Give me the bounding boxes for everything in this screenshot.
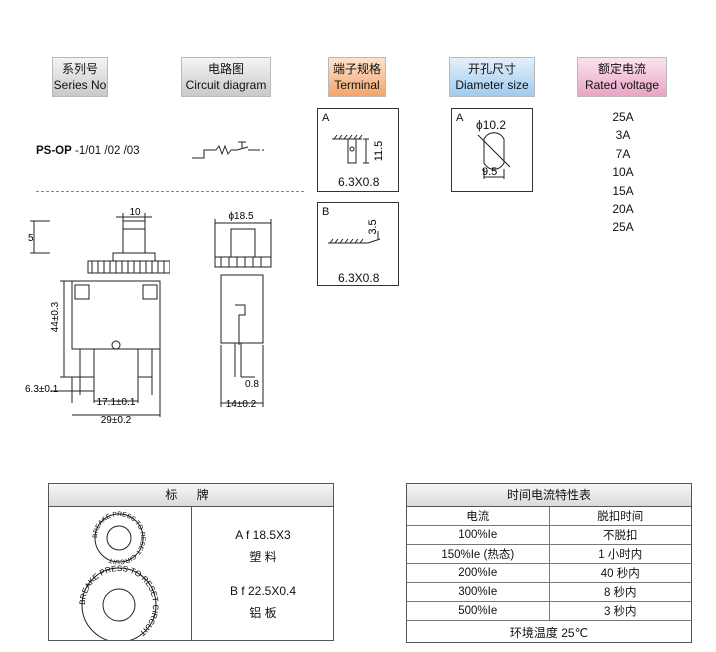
front-dim-total-w: 29±0.2	[101, 415, 132, 426]
header-terminal-cn: 端子规格	[332, 62, 381, 76]
header-diameter-size: 开孔尺寸 Diameter size	[449, 57, 535, 97]
header-series-cn: 系列号	[61, 62, 98, 76]
col-time: 脱扣时间	[549, 507, 691, 526]
terminal-b-box: B 3.5 6.3X0.8	[317, 202, 399, 286]
col-current: 电流	[407, 507, 550, 526]
rating-item: 7A	[615, 146, 631, 161]
series-models: -1/01 /02 /03	[71, 145, 140, 157]
header-rated-cn: 额定电流	[597, 62, 646, 76]
series-number: PS-OP -1/01 /02 /03	[36, 145, 140, 157]
rating-item: 25A	[612, 110, 634, 124]
terminal-b-label: B	[322, 206, 330, 218]
terminal-a-box: A 11.5 6.3X0.8	[317, 108, 399, 192]
circuit-diagram-symbol	[192, 141, 266, 159]
diameter-box: A ϕ10.2 9.5	[451, 108, 533, 192]
front-dim-term-w: 6.3±0.1	[25, 384, 59, 395]
terminal-b-drawing: 3.5	[328, 219, 381, 244]
nameplate-a-spec: A f 18.5X3	[235, 528, 291, 542]
header-terminal: 端子规格 Terminal	[328, 57, 386, 97]
header-diameter-cn: 开孔尺寸	[467, 62, 516, 76]
diameter-width: 9.5	[482, 166, 497, 178]
small-label-text: BREAKE PRESS TO RESET CIRCUIT	[92, 511, 146, 565]
time-cell: 40 秒内	[549, 563, 691, 583]
time-cell: 8 秒内	[549, 582, 691, 602]
nameplate-labels: BREAKE PRESS TO RESET CIRCUIT BREAKE PRE…	[79, 511, 159, 640]
nameplate-a-material: 塑 料	[249, 550, 277, 564]
current-cell: 300%Ie	[407, 582, 550, 602]
timing-header-row: 电流 脱扣时间	[407, 507, 691, 526]
terminal-a-spec: 6.3X0.8	[338, 175, 380, 189]
timing-footer: 环境温度 25℃	[509, 626, 589, 640]
header-rated-en: Rated voltage	[584, 78, 660, 92]
header-rated-voltage: 额定电流 Rated voltage	[577, 57, 667, 97]
header-circuit-en: Circuit diagram	[185, 78, 267, 92]
timing-grid: 电流 脱扣时间 100%Ie 不脱扣 150%Ie (热态) 1 小时内 200…	[407, 507, 691, 621]
ratings-list: 25A 3A 7A 10A 15A 20A 25A	[598, 108, 648, 237]
current-cell: 200%Ie	[407, 563, 550, 583]
nameplate-divider	[191, 506, 192, 640]
header-diameter-en: Diameter size	[455, 78, 529, 92]
front-view-drawing: 10 5 44±0.3 6.3±0.1 17.1±0.1 29±0.2	[25, 207, 170, 426]
header-circuit-diagram: 电路图 Circuit diagram	[181, 57, 271, 97]
side-dim-thick: 0.8	[245, 379, 259, 390]
side-view-drawing: ϕ18.5 0.8 14±0.2	[214, 211, 272, 410]
side-dim-total-w: 14±0.2	[226, 399, 257, 410]
nameplate-b-spec: B f 22.5X0.4	[229, 584, 297, 598]
rating-item: 3A	[615, 128, 631, 143]
separator-line	[36, 191, 304, 192]
header-series-en: Series No	[53, 78, 107, 92]
front-dim-top-w: 10	[129, 207, 141, 218]
diameter-label: A	[456, 112, 464, 124]
current-cell: 100%Ie	[407, 525, 550, 545]
terminal-a-drawing: 11.5	[332, 134, 385, 164]
time-cell: 不脱扣	[549, 525, 691, 545]
table-row: 500%Ie 3 秒内	[407, 601, 691, 621]
table-row: 100%Ie 不脱扣	[407, 525, 691, 545]
current-cell: 150%Ie (热态)	[407, 544, 550, 564]
front-dim-top-h: 5	[28, 233, 34, 244]
side-dim-dia: ϕ18.5	[228, 211, 254, 222]
nameplate-table: 标 牌 BREAKE PRESS TO RESET CIRCUIT BREAKE…	[48, 483, 334, 641]
nameplate-title: 标 牌	[49, 484, 333, 507]
current-cell: 500%Ie	[407, 601, 550, 621]
series-prefix: PS-OP	[36, 145, 72, 157]
terminal-b-dim-h: 3.5	[367, 219, 379, 234]
rating-item: 10A	[612, 165, 634, 180]
rating-item: 20A	[612, 201, 634, 216]
front-dim-body-h: 44±0.3	[50, 301, 61, 332]
timing-table: 时间电流特性表 电流 脱扣时间 100%Ie 不脱扣 150%Ie (热态) 1…	[406, 483, 692, 643]
table-row: 300%Ie 8 秒内	[407, 582, 691, 602]
rating-item: 25A	[612, 220, 634, 235]
large-label-text: BREAKE PRESS TO RESET CIRCUIT	[79, 564, 159, 638]
time-cell: 3 秒内	[549, 601, 691, 621]
table-row: 150%Ie (热态) 1 小时内	[407, 544, 691, 564]
table-row: 200%Ie 40 秒内	[407, 563, 691, 583]
header-series-no: 系列号 Series No	[52, 57, 108, 97]
time-cell: 1 小时内	[549, 544, 691, 564]
front-dim-inner-w: 17.1±0.1	[97, 397, 136, 408]
diameter-drawing: 9.5	[477, 132, 511, 179]
terminal-a-dim-h: 11.5	[373, 141, 385, 162]
rating-item: 15A	[612, 183, 634, 198]
header-circuit-cn: 电路图	[207, 62, 244, 76]
terminal-b-spec: 6.3X0.8	[338, 271, 380, 285]
diameter-dia: ϕ10.2	[476, 118, 507, 132]
timing-title: 时间电流特性表	[407, 484, 691, 507]
header-terminal-en: Terminal	[334, 78, 380, 92]
nameplate-b-material: 铝 板	[249, 606, 277, 620]
terminal-a-label: A	[322, 112, 330, 124]
